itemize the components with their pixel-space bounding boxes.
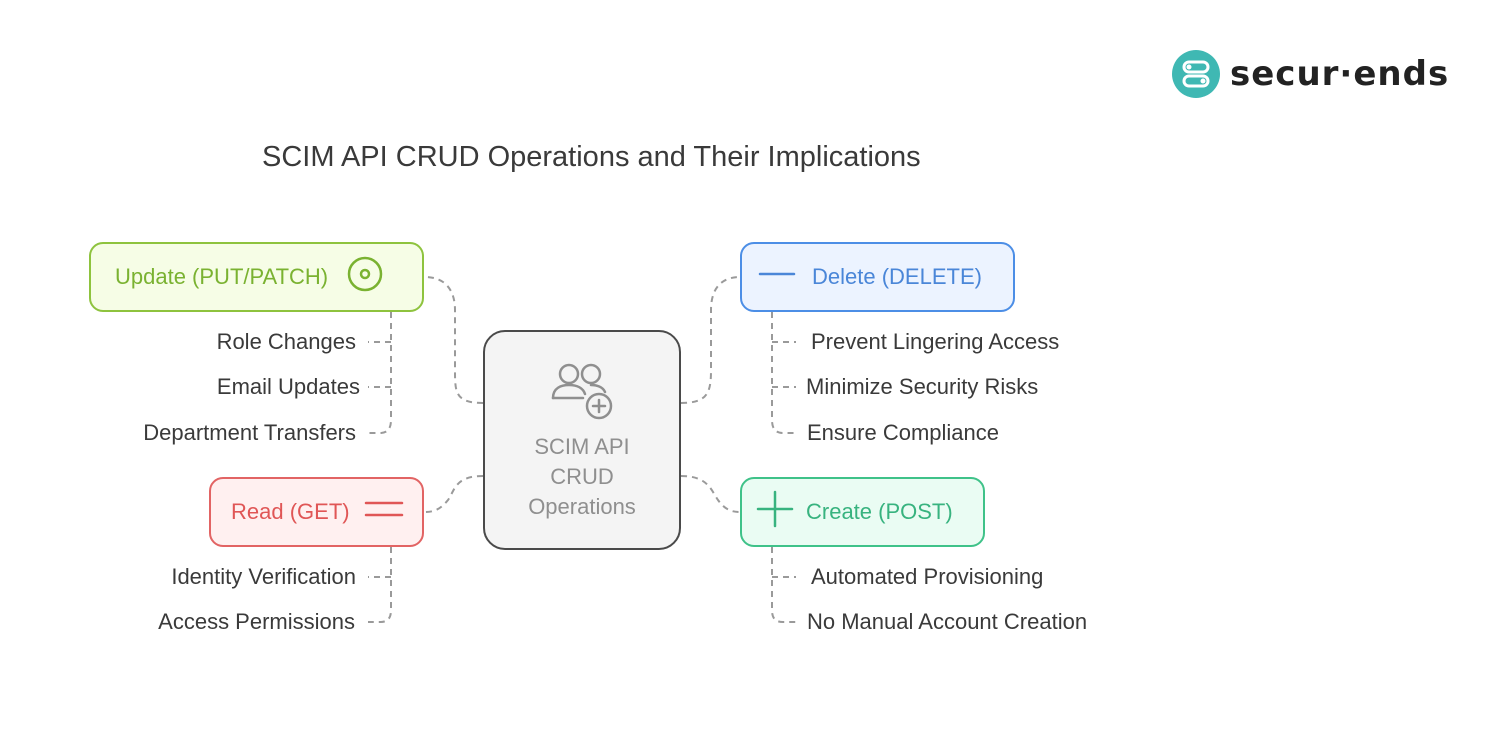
delete-item-ensure-compliance: Ensure Compliance [807, 420, 999, 445]
update-item-email-updates: Email Updates [216, 374, 360, 399]
update-node-label: Update (PUT/PATCH) [115, 264, 329, 289]
update-item-department-transfers: Department Transfers [143, 420, 356, 445]
read-node-label: Read (GET) [231, 499, 350, 524]
users-plus-icon [551, 360, 615, 429]
delete-item-prevent-lingering-access: Prevent Lingering Access [811, 329, 1060, 354]
delete-node-label: Delete (DELETE) [812, 264, 982, 289]
center-line-1: SCIM API [534, 434, 630, 459]
read-node: Read (GET) [209, 477, 424, 547]
center-node-label: SCIM API CRUD Operations [485, 432, 679, 522]
brand-logo: secur·ends [1172, 50, 1462, 102]
read-item-identity-verification: Identity Verification [171, 564, 356, 589]
minus-icon [758, 264, 796, 290]
read-item-access-permissions: Access Permissions [158, 609, 355, 634]
diagram-title: SCIM API CRUD Operations and Their Impli… [262, 141, 921, 173]
create-item-no-manual-account-creation: No Manual Account Creation [807, 609, 1088, 634]
center-line-3: Operations [528, 494, 636, 519]
plus-icon [756, 490, 794, 534]
update-item-role-changes: Role Changes [216, 329, 356, 354]
equals-icon [364, 497, 404, 527]
logo-mark-icon [1172, 50, 1220, 98]
center-node: SCIM API CRUD Operations [483, 330, 681, 550]
create-node: Create (POST) [740, 477, 985, 547]
update-node: Update (PUT/PATCH) [89, 242, 424, 312]
target-circle-icon [346, 255, 384, 299]
delete-item-minimize-security-risks: Minimize Security Risks [806, 374, 1039, 399]
center-line-2: CRUD [550, 464, 614, 489]
create-node-label: Create (POST) [806, 499, 953, 524]
delete-node: Delete (DELETE) [740, 242, 1015, 312]
logo-text: secur·ends [1230, 54, 1450, 94]
create-item-automated-provisioning: Automated Provisioning [811, 564, 1044, 589]
